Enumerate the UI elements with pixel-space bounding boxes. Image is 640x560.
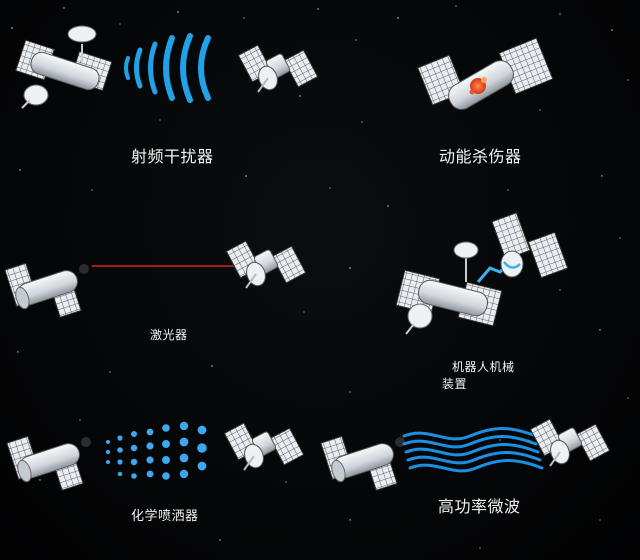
target-satellite — [223, 422, 305, 472]
rf-waves — [124, 33, 211, 103]
chemical-sprayer-scene — [6, 421, 305, 491]
rf-jammer-scene — [15, 25, 319, 109]
kinetic-kill-scene — [417, 37, 554, 110]
attacker-space-station — [395, 241, 503, 335]
label-robot-arm-line2: 装置 — [442, 377, 468, 391]
target-satellite — [417, 37, 554, 110]
attacker-satellite — [6, 435, 92, 491]
label-robot-arm: 机器人机械 装置 — [442, 359, 515, 393]
target-satellite — [491, 212, 569, 279]
microwave-beams — [402, 427, 544, 473]
target-satellite — [225, 240, 307, 290]
label-kinetic-kill: 动能杀伤器 — [439, 147, 522, 166]
label-rf-jammer: 射频干扰器 — [131, 147, 214, 166]
attacker-satellite — [4, 262, 90, 318]
impact-flash — [469, 77, 487, 95]
robot-arm-scene — [395, 212, 569, 335]
star-field — [11, 5, 629, 549]
spray-dots — [105, 421, 207, 480]
label-chemical-sprayer: 化学喷洒器 — [131, 509, 199, 524]
label-robot-arm-line1: 机器人机械 — [452, 360, 515, 374]
label-high-power-microwave: 高功率微波 — [438, 497, 521, 516]
attacker-satellite — [320, 435, 406, 491]
microwave-scene — [320, 418, 611, 491]
laser-scene — [4, 240, 307, 318]
target-satellite — [529, 418, 611, 468]
attacker-space-station — [15, 25, 113, 109]
target-satellite — [237, 44, 319, 94]
label-laser: 激光器 — [150, 328, 188, 342]
